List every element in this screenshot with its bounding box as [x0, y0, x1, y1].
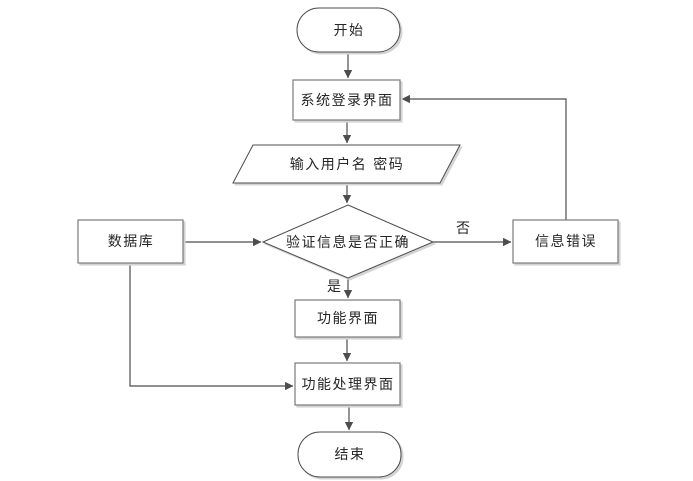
- edge-database-to-processing: [129, 263, 294, 391]
- node-database: 数据库: [77, 219, 184, 264]
- start-terminator-shape: [296, 7, 401, 53]
- nodes: 开始 系统登录界面 输入用户名 密码 验证信息是否正确 数据库 信息错误: [77, 7, 619, 478]
- edge-label-no: 否: [456, 221, 470, 237]
- node-verify: 验证信息是否正确: [261, 204, 435, 279]
- edges: [129, 52, 567, 431]
- node-login-label: 系统登录界面: [301, 93, 394, 109]
- edge-error-to-login: [401, 94, 567, 220]
- node-error: 信息错误: [512, 219, 619, 264]
- database-process-shape: [77, 219, 184, 264]
- node-database-label: 数据库: [108, 234, 155, 250]
- verify-decision-shape: [261, 204, 435, 279]
- processing-process-shape: [294, 362, 401, 406]
- end-terminator-shape: [297, 431, 402, 478]
- node-end-label: 结束: [335, 447, 366, 463]
- node-function: 功能界面: [294, 299, 401, 338]
- node-error-label: 信息错误: [535, 233, 597, 250]
- node-function-label: 功能界面: [317, 311, 379, 327]
- node-processing-label: 功能处理界面: [302, 377, 395, 393]
- node-input: 输入用户名 密码: [232, 144, 461, 184]
- node-processing: 功能处理界面: [294, 362, 401, 406]
- function-process-shape: [294, 299, 401, 338]
- node-start-label: 开始: [334, 23, 365, 39]
- node-verify-label: 验证信息是否正确: [286, 234, 410, 251]
- login-process-shape: [292, 79, 401, 121]
- error-process-shape: [512, 219, 619, 264]
- node-start: 开始: [296, 7, 401, 53]
- node-input-label: 输入用户名 密码: [290, 156, 404, 173]
- node-login: 系统登录界面: [292, 79, 401, 121]
- input-parallelogram-shape: [232, 144, 461, 184]
- node-end: 结束: [297, 431, 402, 478]
- edge-label-yes: 是: [327, 279, 341, 295]
